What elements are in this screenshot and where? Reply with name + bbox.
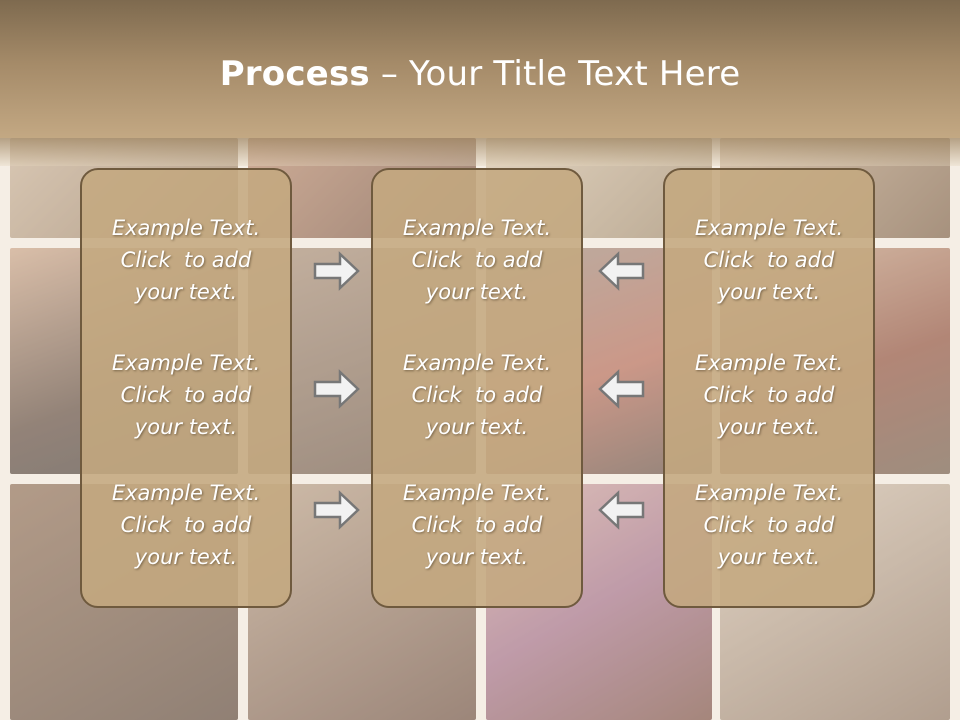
text-line: Click to add	[703, 383, 835, 407]
text-line: your text.	[425, 280, 529, 304]
text-line: Example Text.	[111, 351, 261, 375]
slide-title-bold: Process	[219, 54, 370, 94]
left-arrow-icon	[598, 369, 645, 409]
text-line: Example Text.	[694, 481, 844, 505]
right-arrow-icon	[313, 369, 360, 409]
text-line: Click to add	[703, 513, 835, 537]
panel-text-block[interactable]: Example Text. Click to add your text.	[373, 347, 581, 443]
title-band-fade	[0, 138, 960, 166]
text-line: your text.	[134, 545, 238, 569]
text-line: Click to add	[411, 513, 543, 537]
panel-text-block[interactable]: Example Text. Click to add your text.	[665, 212, 873, 308]
text-line: your text.	[425, 545, 529, 569]
text-line: your text.	[717, 545, 821, 569]
text-line: your text.	[134, 415, 238, 439]
text-line: Example Text.	[402, 481, 552, 505]
text-line: your text.	[717, 280, 821, 304]
panel-text-block[interactable]: Example Text. Click to add your text.	[665, 477, 873, 573]
right-arrow-icon	[313, 490, 360, 530]
panel-text-block[interactable]: Example Text. Click to add your text.	[82, 212, 290, 308]
text-line: Click to add	[120, 513, 252, 537]
text-line: your text.	[717, 415, 821, 439]
text-line: Example Text.	[402, 216, 552, 240]
process-panel-right[interactable]: Example Text. Click to add your text. Ex…	[663, 168, 875, 608]
left-arrow-icon	[598, 490, 645, 530]
text-line: Click to add	[120, 383, 252, 407]
process-panel-left[interactable]: Example Text. Click to add your text. Ex…	[80, 168, 292, 608]
text-line: Example Text.	[402, 351, 552, 375]
process-panel-center[interactable]: Example Text. Click to add your text. Ex…	[371, 168, 583, 608]
text-line: Example Text.	[111, 481, 261, 505]
text-line: Click to add	[703, 248, 835, 272]
panel-text-block[interactable]: Example Text. Click to add your text.	[665, 347, 873, 443]
slide-title[interactable]: Process – Your Title Text Here	[0, 54, 960, 94]
text-line: Click to add	[411, 383, 543, 407]
text-line: your text.	[134, 280, 238, 304]
text-line: Click to add	[120, 248, 252, 272]
title-band	[0, 0, 960, 138]
text-line: Example Text.	[694, 351, 844, 375]
slide-title-rest: – Your Title Text Here	[369, 54, 741, 94]
text-line: Example Text.	[694, 216, 844, 240]
text-line: Click to add	[411, 248, 543, 272]
panel-text-block[interactable]: Example Text. Click to add your text.	[82, 477, 290, 573]
panel-text-block[interactable]: Example Text. Click to add your text.	[373, 212, 581, 308]
left-arrow-icon	[598, 251, 645, 291]
right-arrow-icon	[313, 251, 360, 291]
panel-text-block[interactable]: Example Text. Click to add your text.	[82, 347, 290, 443]
panel-text-block[interactable]: Example Text. Click to add your text.	[373, 477, 581, 573]
text-line: Example Text.	[111, 216, 261, 240]
text-line: your text.	[425, 415, 529, 439]
